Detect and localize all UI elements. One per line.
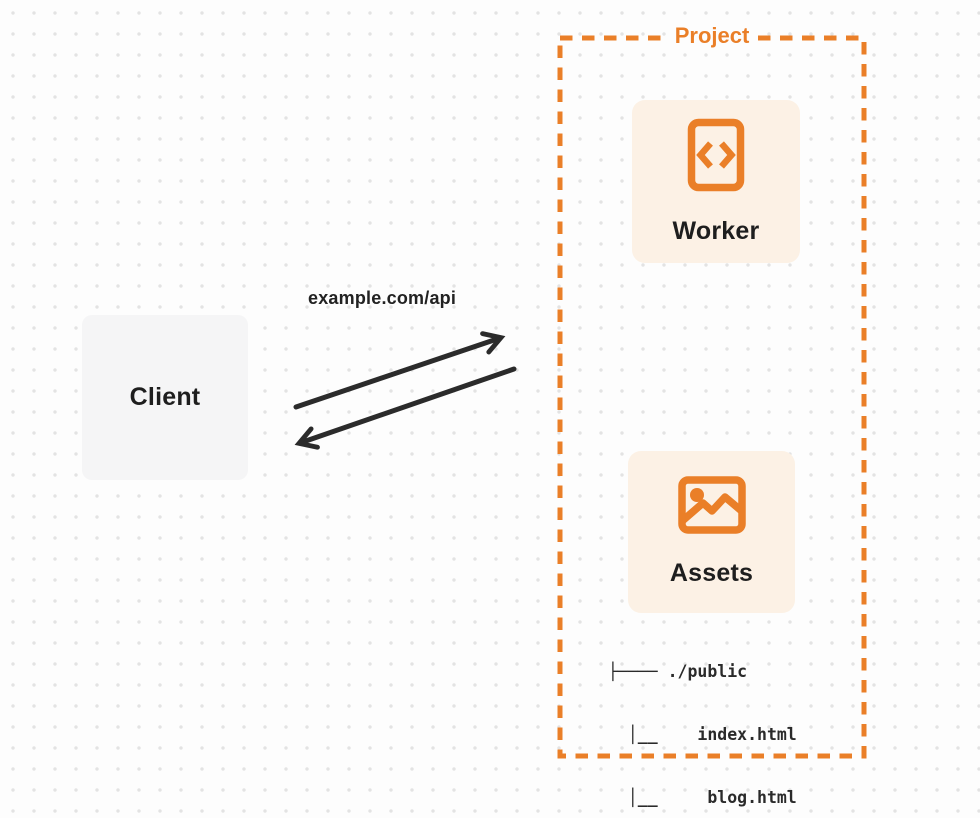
request-arrow xyxy=(293,331,506,410)
project-title: Project xyxy=(668,21,756,51)
client-node: Client xyxy=(82,315,248,480)
code-document-icon xyxy=(687,118,745,197)
image-icon xyxy=(677,476,746,539)
worker-node-label: Worker xyxy=(672,216,760,245)
worker-node: Worker xyxy=(632,100,800,263)
file-tree-line: ├──── ./public xyxy=(608,662,748,681)
assets-node: Assets xyxy=(628,451,795,613)
file-tree-line: │__ index.html xyxy=(608,725,797,744)
client-node-label: Client xyxy=(129,383,201,411)
file-tree-line: │__ blog.html xyxy=(608,788,797,807)
request-url-label: example.com/api xyxy=(308,288,457,308)
assets-node-label: Assets xyxy=(669,559,754,587)
response-arrow xyxy=(294,366,517,450)
assets-file-tree: ├──── ./public │__ index.html │__ blog.h… xyxy=(608,619,797,818)
